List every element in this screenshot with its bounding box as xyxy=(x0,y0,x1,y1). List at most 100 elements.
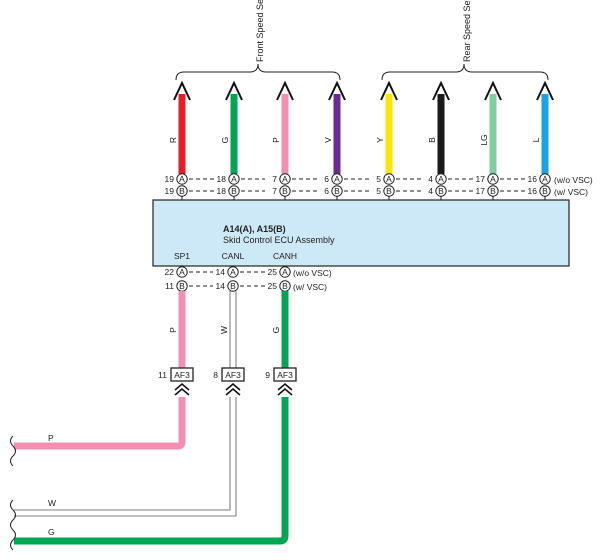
output-1-conn-label: AF3 xyxy=(225,370,241,380)
output-2-pin-b-letter: B xyxy=(282,281,288,291)
output-0-pin-b-letter: B xyxy=(179,281,185,291)
sensor-4-arrow-icon xyxy=(380,80,398,101)
bottom-wire-2 xyxy=(14,397,289,545)
wire-break-bottom xyxy=(10,499,16,551)
sensor-5-pin-a-letter: A xyxy=(438,174,444,184)
output-0-conn-label: AF3 xyxy=(174,370,190,380)
sensor-5-pin-b-letter: B xyxy=(438,186,444,196)
output-1-pin-b-number: 14 xyxy=(216,281,226,291)
sensor-5-pin-a-number: 4 xyxy=(428,174,433,184)
sensor-7-arrow-icon xyxy=(536,80,554,101)
sensor-2-pin-b-letter: B xyxy=(282,186,288,196)
output-0-chevron-icon-2 xyxy=(174,387,190,396)
sensor-4-pin-a-circle xyxy=(383,173,395,185)
bottom-wire-1-edge-outer xyxy=(14,397,231,511)
output-2-conn-label: AF3 xyxy=(277,370,293,380)
sensor-6-arrow-icon xyxy=(484,80,502,101)
sensor-4-pin-b-number: 5 xyxy=(376,186,381,196)
output-0-pin-a-letter: A xyxy=(179,267,185,277)
sensor-1-code: G xyxy=(220,137,230,144)
output-1-pin-a-letter: A xyxy=(230,267,236,277)
sensor-1-pin-a-letter: A xyxy=(231,174,237,184)
output-1-code: W xyxy=(219,326,229,334)
output-2-conn-box xyxy=(273,367,297,382)
sensor-7-pin-a-number: 16 xyxy=(528,174,538,184)
output-2-pin-a-circle xyxy=(279,266,291,278)
sensor-7-pin-b-letter: B xyxy=(542,186,548,196)
sensor-6-pin-b-letter: B xyxy=(490,186,496,196)
sensor-7-pin-b-number: 16 xyxy=(528,186,538,196)
bottom-wire-0 xyxy=(14,397,186,450)
sensor-5-arrow-icon xyxy=(432,80,450,101)
sensor-4-code: Y xyxy=(375,137,385,143)
output-1-conn-box xyxy=(221,367,245,382)
sensor-5-pin-b-number: 4 xyxy=(428,186,433,196)
sensor-0-pin-a-letter: A xyxy=(179,174,185,184)
output-1-chevron-icon-1 xyxy=(225,382,241,391)
sensor-2-code: P xyxy=(271,137,281,143)
sensor-2-pin-b-number: 7 xyxy=(272,186,277,196)
output-0-conn-pin: 11 xyxy=(158,370,167,380)
sensor-3-pin-a-circle xyxy=(331,173,343,185)
sensor-3-pin-a-number: 6 xyxy=(324,174,329,184)
sensor-7-pin-a-circle xyxy=(539,173,551,185)
output-1-conn-pin: 8 xyxy=(213,370,218,380)
bottom-wire-1-edge-inner xyxy=(14,397,237,517)
variant-b-top: (w/ VSC) xyxy=(554,187,588,197)
output-2-code: G xyxy=(271,327,281,334)
sensor-1-pin-a-number: 18 xyxy=(217,174,227,184)
output-0-terminal: SP1 xyxy=(174,251,190,261)
sensor-0-pin-b-number: 19 xyxy=(165,186,175,196)
output-1-terminal: CANL xyxy=(222,251,245,261)
ecu-code: A14(A), A15(B) xyxy=(223,224,286,234)
output-0-chevron-icon-1 xyxy=(174,382,190,391)
sensor-1-pin-b-letter: B xyxy=(231,186,237,196)
bottom-wire-1-code: W xyxy=(48,498,56,508)
sensor-6-pin-b-number: 17 xyxy=(476,186,486,196)
sensor-4-pin-a-number: 5 xyxy=(376,174,381,184)
sensor-3-arrow-icon xyxy=(328,80,346,101)
sensor-0-pin-a-number: 19 xyxy=(165,174,175,184)
sensor-0-pin-a-circle xyxy=(176,173,188,185)
output-1-pin-b-circle xyxy=(227,280,239,292)
output-2-conn-pin: 9 xyxy=(265,370,270,380)
sensor-6-pin-a-number: 17 xyxy=(476,174,486,184)
sensor-1-pin-b-number: 18 xyxy=(217,186,227,196)
output-0-pin-b-number: 11 xyxy=(165,281,174,291)
variant-a-top: (w/o VSC) xyxy=(554,175,593,185)
sensor-3-pin-a-letter: A xyxy=(334,174,340,184)
output-1-chevron-icon-2 xyxy=(225,387,241,396)
sensor-5-pin-a-circle xyxy=(435,173,447,185)
variant-a-bottom: (w/o VSC) xyxy=(293,268,332,278)
sensor-6-code: LG xyxy=(479,134,489,145)
sensor-1-arrow-icon xyxy=(225,80,243,101)
sensor-wires: RAB1919FL+GAB1818FL–PAB77FR+VAB66FR–YAB5… xyxy=(165,80,554,215)
output-1-pin-a-number: 14 xyxy=(216,267,226,277)
ecu-name: Skid Control ECU Assembly xyxy=(223,235,335,245)
output-0-pin-a-number: 22 xyxy=(165,267,175,277)
bottom-wire-2-code: G xyxy=(48,527,55,537)
sensor-0-pin-b-letter: B xyxy=(179,186,185,196)
output-wires: SP1AB2211PAF311CANLAB1414WAF38CANHAB2525… xyxy=(158,251,297,396)
wire-break-top xyxy=(10,435,16,467)
output-2-chevron-icon-1 xyxy=(277,382,293,391)
output-0-conn-box xyxy=(170,367,194,382)
variant-b-bottom: (w/ VSC) xyxy=(293,282,327,292)
sensor-6-pin-a-circle xyxy=(487,173,499,185)
sensor-6-pin-a-letter: A xyxy=(490,174,496,184)
sensor-0-arrow-icon xyxy=(173,80,191,101)
sensor-1-pin-a-circle xyxy=(228,173,240,185)
front-sensors-label: Front Speed Sensors xyxy=(255,0,265,62)
bottom-wires: PWG xyxy=(14,397,289,545)
output-2-pin-a-letter: A xyxy=(282,267,288,277)
sensor-2-pin-a-letter: A xyxy=(282,174,288,184)
sensor-0-code: R xyxy=(168,137,178,143)
front-sensors-brace xyxy=(175,63,341,81)
output-0-code: P xyxy=(168,327,178,333)
output-2-terminal: CANH xyxy=(273,251,297,261)
output-1-pin-a-circle xyxy=(227,266,239,278)
rear-sensors-label: Rear Speed Sensors xyxy=(462,0,472,62)
sensor-2-pin-a-circle xyxy=(279,173,291,185)
sensor-7-code: L xyxy=(531,137,541,142)
